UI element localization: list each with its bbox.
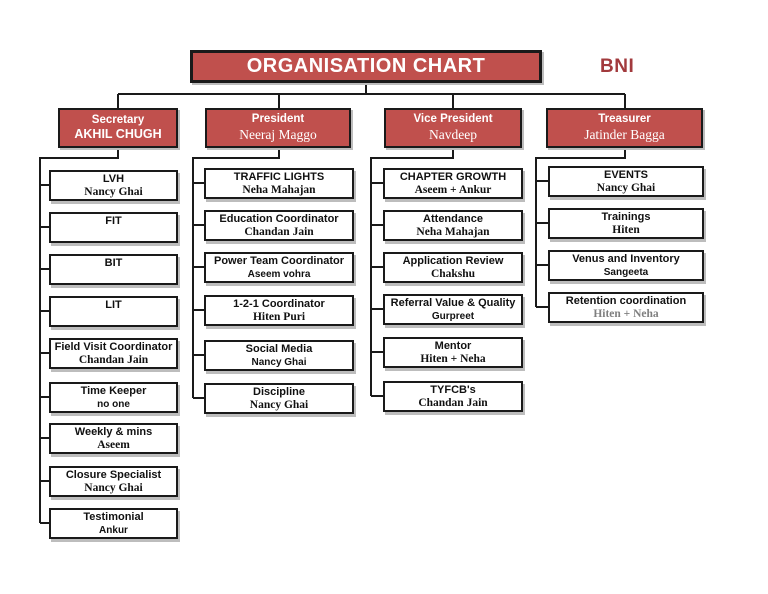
org-node-title: Discipline [253,386,305,398]
org-node-social-media: Social Media Nancy Ghai [204,340,354,371]
org-node-name: Nancy Ghai [84,186,143,198]
org-node-discipline: Discipline Nancy Ghai [204,383,354,414]
org-node-field-visit-coordinator: Field Visit Coordinator Chandan Jain [49,338,178,369]
org-node-name: Aseem vohra [247,269,311,280]
org-node-title: Power Team Coordinator [214,255,344,267]
org-node-title: Trainings [601,211,651,223]
org-node-name: Chakshu [430,268,476,280]
org-node-lvh: LVH Nancy Ghai [49,170,178,201]
org-node-name: Aseem + Ankur [414,184,492,196]
org-node-power-team-coordinator: Power Team Coordinator Aseem vohra [204,252,354,283]
org-node-title: Weekly & mins [74,426,153,438]
column-header-vice-president: Vice President Navdeep [384,108,522,148]
header-name: AKHIL CHUGH [74,127,162,142]
header-role: Vice President [413,113,493,126]
org-node-trainings: Trainings Hiten [548,208,704,239]
org-node-name: Hiten + Neha [593,308,659,320]
org-node-name: Sangeeta [603,267,649,278]
org-node-title: Education Coordinator [219,213,339,225]
org-node-closure-specialist: Closure Specialist Nancy Ghai [49,466,178,497]
org-node-testimonial: Testimonial Ankur [49,508,178,539]
org-node-title: FIT [105,215,122,227]
org-node-name: Ankur [99,525,128,536]
header-role: Secretary [91,114,145,126]
header-name: Jatinder Bagga [584,126,665,142]
org-node-weekly-mins: Weekly & mins Aseem [49,423,178,454]
org-node-referral-value-quality: Referral Value & Quality Gurpreet [383,294,523,325]
column-header-secretary: Secretary AKHIL CHUGH [58,108,178,148]
brand-logo-text: BNI [600,56,635,77]
org-node-name: Nancy Ghai [84,482,143,494]
org-node-mentor: Mentor Hiten + Neha [383,337,523,368]
org-node-education-coordinator: Education Coordinator Chandan Jain [204,210,354,241]
org-node-name: Nancy Ghai [596,182,656,194]
org-node-name: Aseem [97,439,130,451]
org-node-name: Hiten + Neha [420,353,486,365]
chart-title-box: ORGANISATION CHART [190,50,542,83]
org-node-attendance: Attendance Neha Mahajan [383,210,523,241]
org-node-title: EVENTS [603,169,648,181]
org-node-title: Closure Specialist [65,469,162,481]
org-node-name: Nancy Ghai [251,357,307,368]
chart-title: ORGANISATION CHART [246,55,486,77]
org-node-chapter-growth: CHAPTER GROWTH Aseem + Ankur [383,168,523,199]
header-name: Neeraj Maggo [239,126,317,142]
org-node-venus-and-inventory: Venus and Inventory Sangeeta [548,250,704,281]
org-node-events: EVENTS Nancy Ghai [548,166,704,197]
header-role: President [251,113,305,126]
org-node-retention-coordination: Retention coordination Hiten + Neha [548,292,704,323]
org-node-title: Testimonial [83,511,144,523]
org-node-title: TRAFFIC LIGHTS [233,171,325,183]
org-node-name: no one [97,399,130,410]
org-node-title: Referral Value & Quality [390,297,516,309]
org-node-title: Application Review [402,255,504,267]
column-header-president: President Neeraj Maggo [205,108,351,148]
org-node-name: Neha Mahajan [416,226,490,238]
org-node-name: Gurpreet [431,311,475,322]
org-node-name: Hiten [612,224,640,236]
org-node-title: Venus and Inventory [572,253,680,265]
org-node-title: TYFCB's [430,384,476,396]
org-node-name: Neha Mahajan [242,184,316,196]
org-node-title: LIT [105,299,122,311]
header-role: Treasurer [598,113,651,126]
org-node-application-review: Application Review Chakshu [383,252,523,283]
column-header-treasurer: Treasurer Jatinder Bagga [546,108,703,148]
org-node-title: Attendance [423,213,483,225]
org-node-title: Field Visit Coordinator [54,341,173,353]
org-node-bit: BIT [49,254,178,285]
org-node-title: Retention coordination [565,295,687,307]
org-node-time-keeper: Time Keeper no one [49,382,178,413]
org-node-title: CHAPTER GROWTH [399,171,507,183]
org-node-traffic-lights: TRAFFIC LIGHTS Neha Mahajan [204,168,354,199]
org-node-lit: LIT [49,296,178,327]
org-node-title: Mentor [434,340,472,352]
org-node-title: BIT [104,257,123,269]
org-node-title: Social Media [245,343,313,355]
org-node-title: 1-2-1 Coordinator [233,298,325,310]
org-node-name: Hiten Puri [252,311,306,323]
org-node-title: Time Keeper [80,385,147,397]
org-node-name: Chandan Jain [244,226,314,238]
org-node-fit: FIT [49,212,178,243]
header-name: Navdeep [429,126,477,142]
org-node-tyfcbs: TYFCB's Chandan Jain [383,381,523,412]
org-node-title: LVH [102,173,125,185]
org-node-name: Nancy Ghai [249,399,309,411]
org-node-name: Chandan Jain [78,354,149,366]
org-node-name: Chandan Jain [418,397,488,409]
org-node-121-coordinator: 1-2-1 Coordinator Hiten Puri [204,295,354,326]
